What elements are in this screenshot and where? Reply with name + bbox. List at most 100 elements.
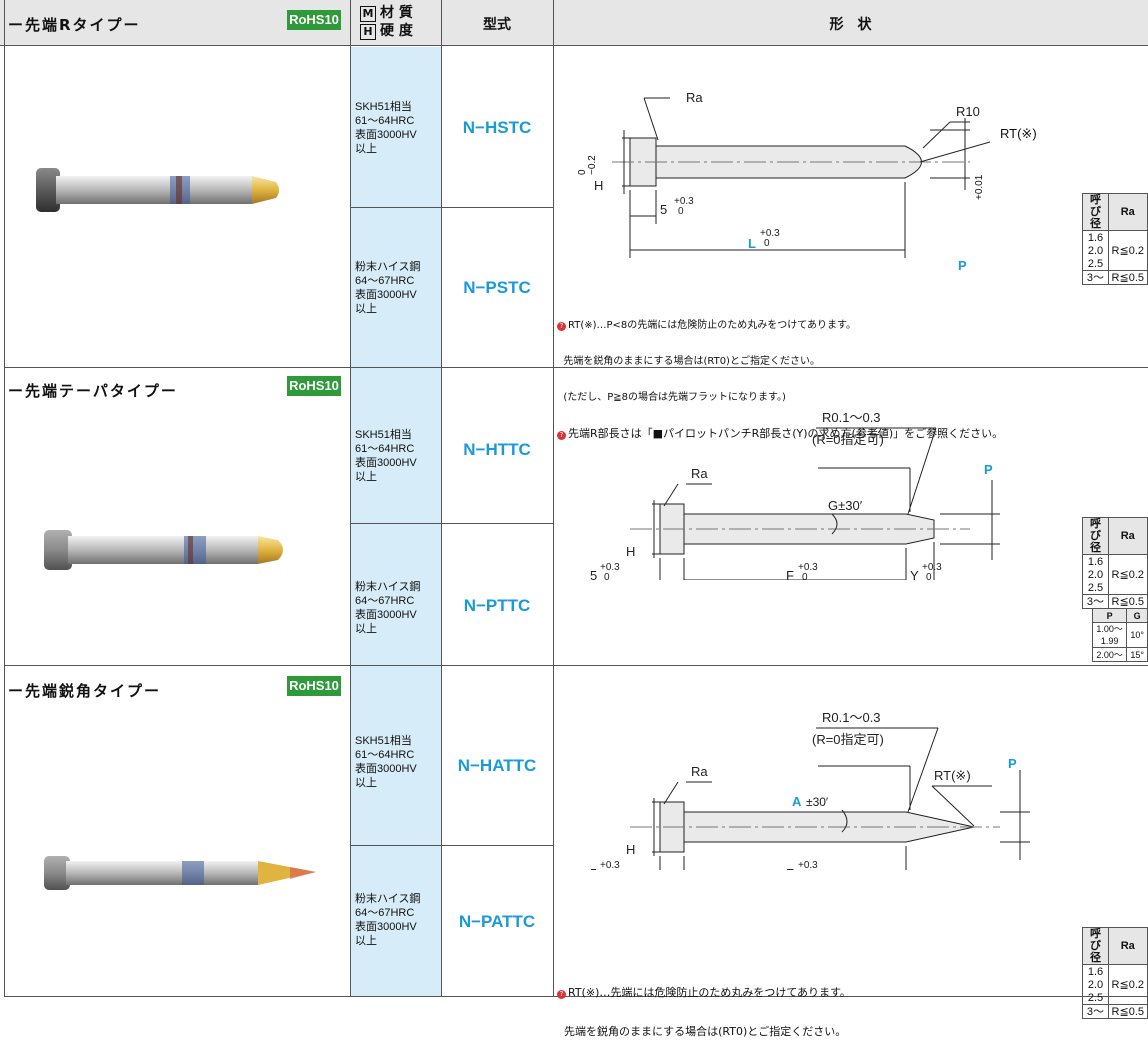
label-rt: RT(※) — [934, 768, 971, 783]
ra-cell — [1107, 554, 1148, 568]
label-r0: (R=0指定可) — [812, 732, 884, 747]
label-h: H — [626, 842, 635, 857]
material-label: 材 質 — [380, 5, 413, 21]
grid-line — [350, 207, 553, 208]
rohs-badge: RoHS10 — [287, 676, 341, 696]
ra-table-header: 呼び径 — [1082, 927, 1109, 965]
label-h: H — [594, 178, 603, 193]
material-text: SKH51相当 61〜64HRC 表面3000HV 以上 — [355, 429, 417, 483]
pin-photo — [36, 168, 279, 212]
ra-cell: 2.0 — [1082, 568, 1109, 581]
ra-cell: 2.5 — [1082, 257, 1109, 271]
question-mark-icon: ? — [557, 431, 566, 440]
note-line: RT(※)…先端には危険防止のため丸みをつけてあります。 — [568, 986, 851, 999]
ra-cell — [1107, 230, 1148, 244]
grid-line — [350, 523, 553, 524]
tol-zero: 0 — [764, 238, 770, 249]
ra-table-header: Ra — [1107, 193, 1148, 231]
pg-cell: 10° — [1126, 622, 1148, 648]
h-tolerance: 0 −0.2 — [577, 155, 598, 175]
pg-cell: 1.00〜1.99 — [1091, 622, 1128, 648]
ra-cell: 2.5 — [1082, 581, 1109, 595]
model-code: N−HSTC — [462, 118, 532, 137]
model-code: N−PATTC — [458, 912, 536, 931]
label-p: P — [984, 462, 993, 477]
label-five: 5 — [660, 202, 667, 217]
tol-zero: 0 — [678, 206, 684, 217]
material-text: SKH51相当 61〜64HRC 表面3000HV 以上 — [355, 735, 417, 789]
hardness-label: 硬 度 — [380, 23, 413, 39]
label-a: A — [792, 794, 802, 809]
p-tolerance: +0.01 — [974, 175, 985, 200]
label-p: P — [958, 258, 967, 273]
material-column — [351, 666, 441, 996]
label-r01: R0.1〜0.3 — [822, 710, 881, 725]
pg-table-header: G — [1126, 608, 1148, 623]
drawing-sharp-type: Ra R0.1〜0.3 (R=0指定可) A ±30′ RT(※) H 5 +0… — [590, 710, 1030, 870]
tol-zero: 0 — [604, 572, 610, 580]
tol-plus: +0.3 — [798, 562, 818, 573]
label-f: F — [786, 866, 794, 870]
question-mark-icon: ? — [557, 322, 566, 331]
ra-cell: 2.0 — [1082, 244, 1109, 257]
material-text: 粉末ハイス鋼 64〜67HRC 表面3000HV 以上 — [355, 893, 421, 947]
label-rt: RT(※) — [1000, 126, 1037, 141]
model-code: N−PSTC — [463, 278, 531, 297]
note-block: ?RT(※)…P<8の先端には危険防止のため丸みをつけてあります。 先端を鋭角の… — [557, 296, 1003, 465]
section-title: ー先端鋭角タイプー — [8, 682, 162, 700]
model-code: N−HATTC — [457, 756, 537, 775]
ra-cell: 1.6 — [1082, 554, 1109, 568]
ra-cell: 3〜 — [1082, 1004, 1109, 1019]
material-text: 粉末ハイス鋼 64〜67HRC 表面3000HV 以上 — [355, 581, 421, 635]
ra-cell: 3〜 — [1082, 594, 1109, 609]
ra-cell — [1107, 991, 1148, 1005]
label-l: L — [748, 236, 756, 251]
ra-cell: 2.0 — [1082, 978, 1109, 991]
pg-table-header: P — [1091, 608, 1128, 623]
tol-plus: +0.3 — [922, 562, 942, 573]
material-text: SKH51相当 61〜64HRC 表面3000HV 以上 — [355, 101, 417, 155]
label-five: 5 — [590, 568, 597, 580]
grid-line — [4, 665, 1148, 666]
ra-table-header: Ra — [1107, 927, 1148, 965]
note-line: 先端を鋭角のままにする場合は(RT0)とご指定ください。 — [557, 356, 820, 367]
section-title: ー先端Rタイプー — [8, 16, 141, 34]
ra-cell — [1107, 581, 1148, 595]
ra-cell: R≦0.5 — [1107, 594, 1148, 609]
note-block: ?RT(※)…先端には危険防止のため丸みをつけてあります。 先端を鋭角のままにす… — [557, 960, 851, 1064]
ra-cell: 1.6 — [1082, 964, 1109, 978]
label-h: H — [626, 544, 635, 559]
rohs-badge: RoHS10 — [287, 376, 341, 396]
note-line: RT(※)…P<8の先端には危険防止のため丸みをつけてあります。 — [568, 320, 856, 331]
grid-line — [553, 0, 554, 997]
label-r01: R0.1〜0.3 — [822, 410, 881, 425]
drawing-taper-type: Ra R0.1〜0.3 (R=0指定可) G±30′ H 5 +0.3 0 F … — [590, 410, 1000, 580]
pin-photo — [44, 530, 283, 570]
label-r0: (R=0指定可) — [812, 432, 884, 447]
section-title: ー先端テーパタイプー — [8, 382, 178, 400]
ra-cell — [1107, 964, 1148, 978]
note-line: 先端R部長さは「■パイロットパンチR部長さ(Y)の求め方(参考値)」をご参照くだ… — [568, 427, 1004, 440]
ra-cell: R≦0.2 — [1107, 244, 1148, 257]
grid-line — [4, 0, 5, 997]
ra-cell: R≦0.5 — [1107, 1004, 1148, 1019]
tol-plus: +0.3 — [674, 196, 694, 207]
material-icon: M — [360, 6, 376, 22]
rohs-badge: RoHS10 — [287, 10, 341, 30]
ra-table-header: 呼び径 — [1082, 193, 1109, 231]
grid-line — [4, 996, 1148, 997]
ra-table-header: 呼び径 — [1082, 517, 1109, 555]
ra-cell: 3〜 — [1082, 270, 1109, 285]
label-r10: R10 — [956, 104, 980, 119]
label-five: 5 — [590, 866, 597, 870]
pin-photo — [44, 856, 316, 890]
material-text: 粉末ハイス鋼 64〜67HRC 表面3000HV 以上 — [355, 261, 421, 315]
grid-line — [441, 0, 442, 997]
ra-cell: R≦0.5 — [1107, 270, 1148, 285]
drawing-r-type: Ra R10 RT(※) H 5 +0.3 0 L +0.3 0 P — [594, 90, 990, 273]
hardness-icon: H — [360, 24, 376, 40]
